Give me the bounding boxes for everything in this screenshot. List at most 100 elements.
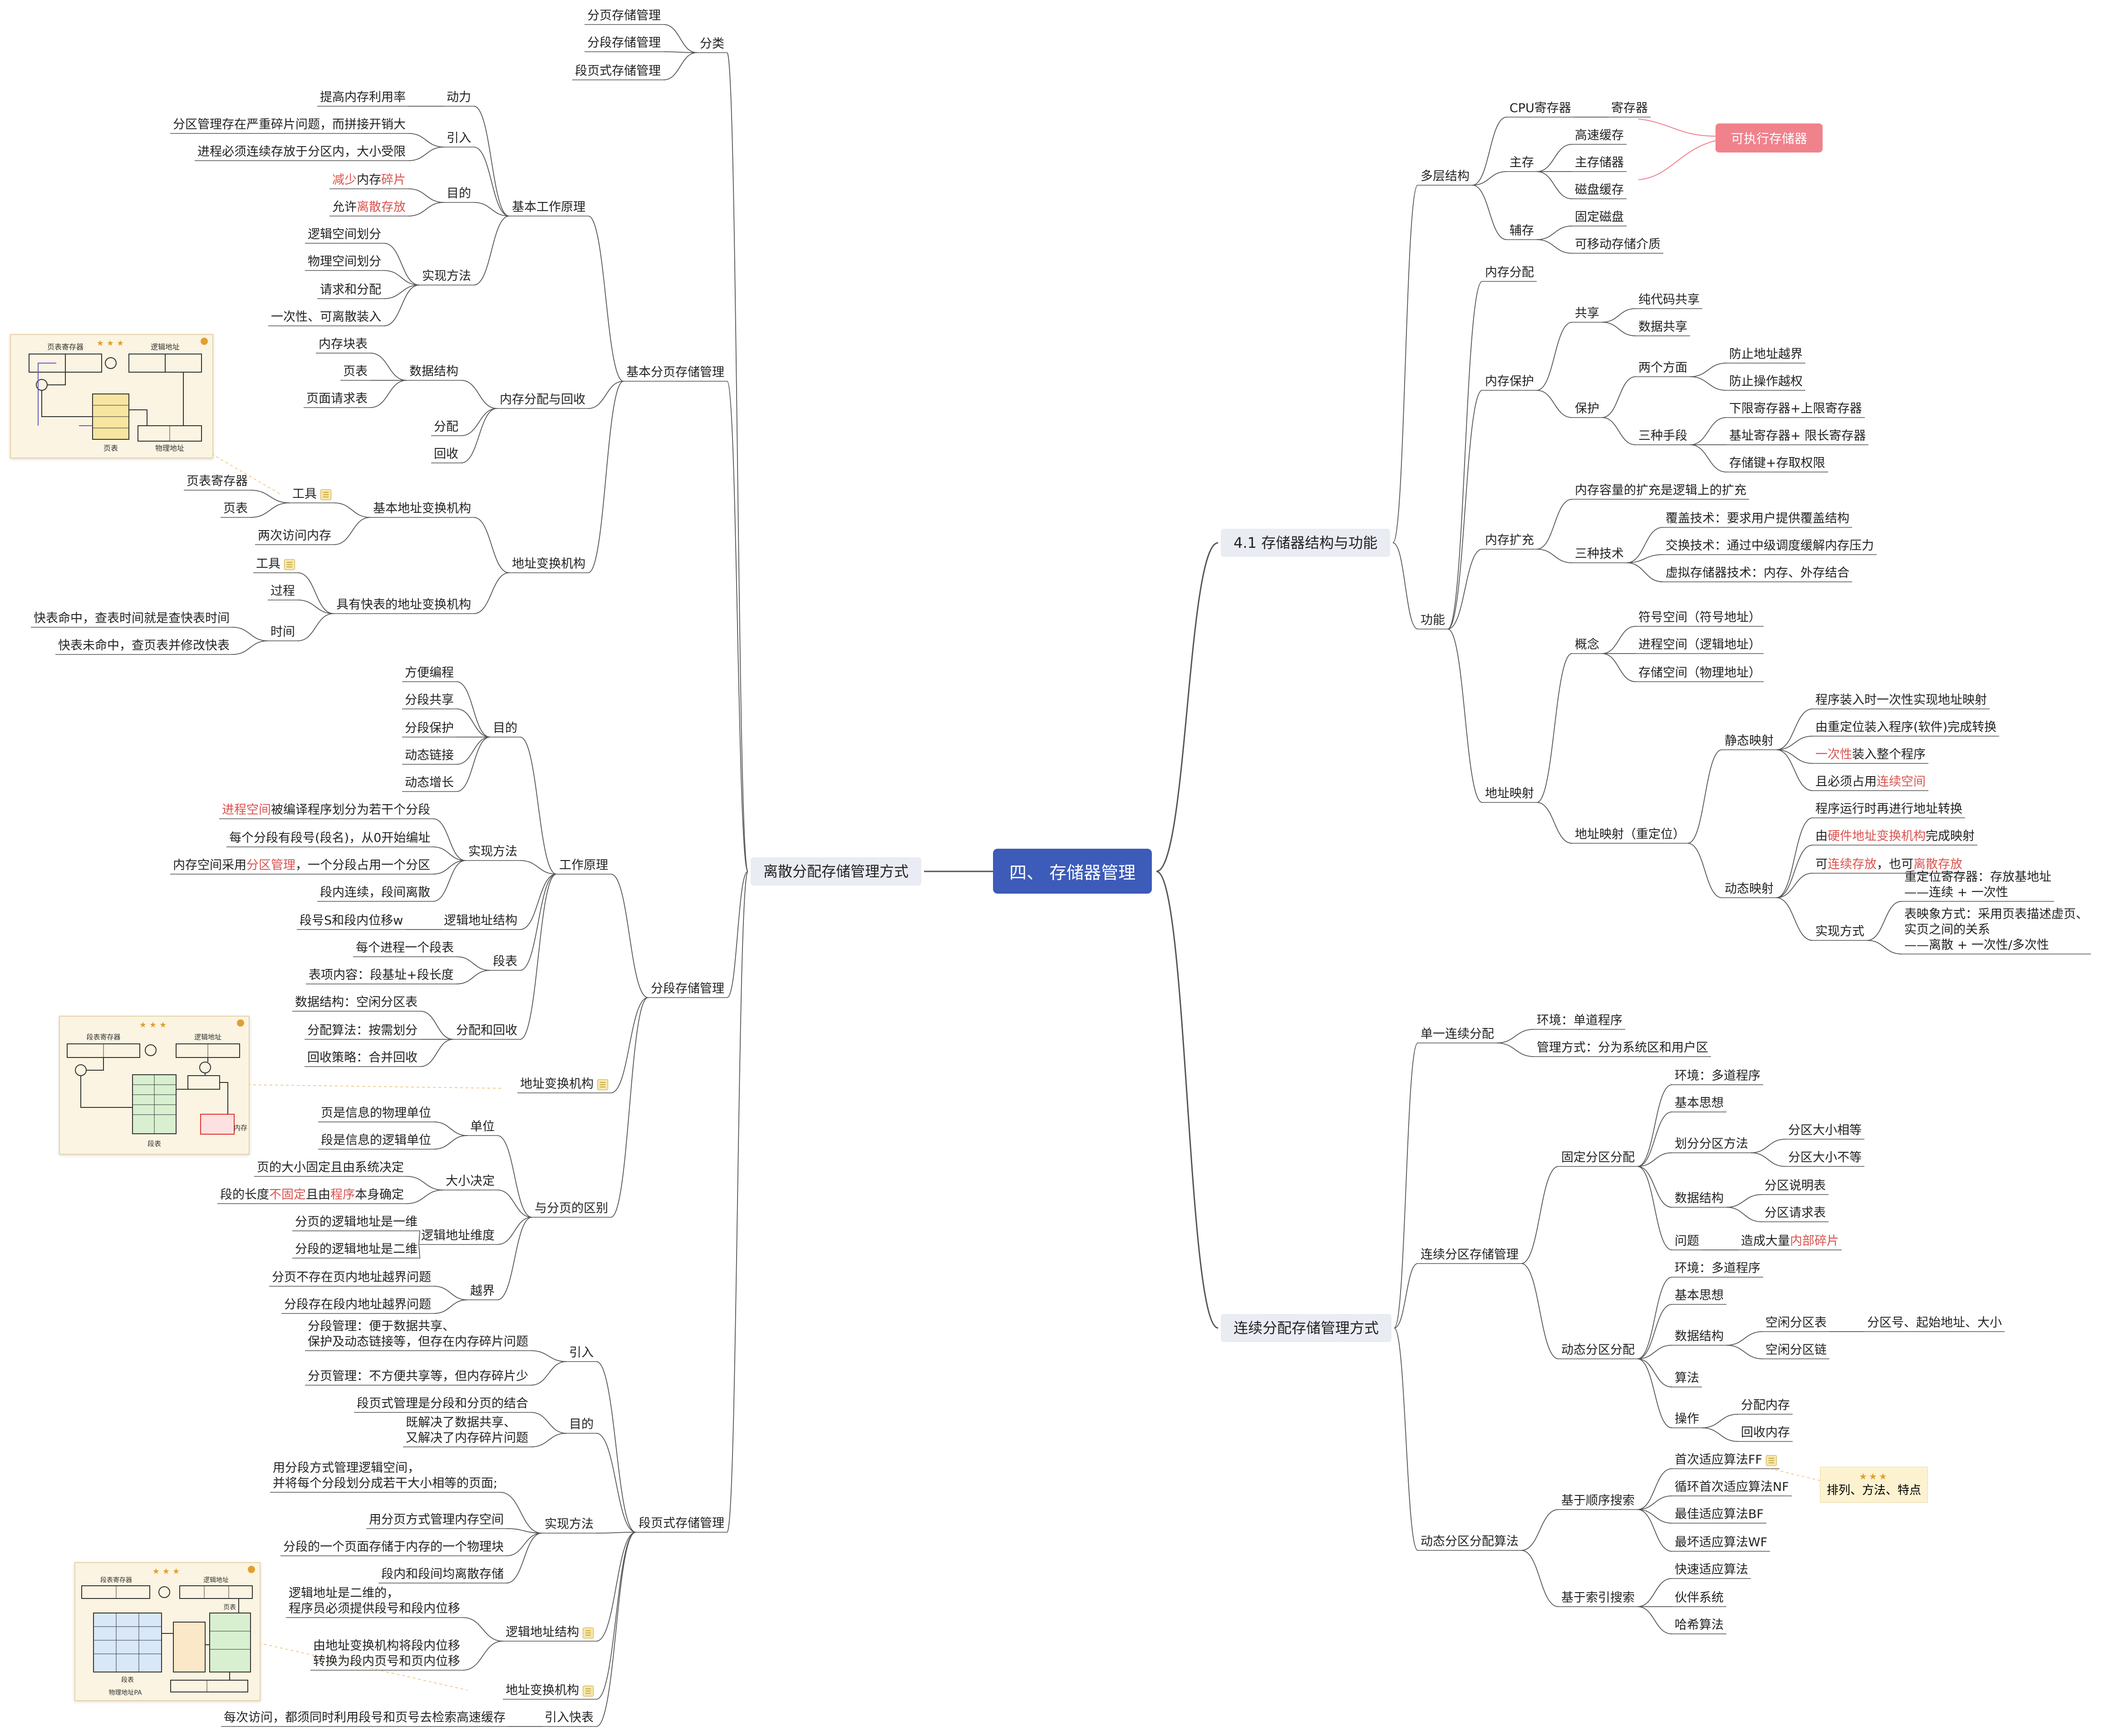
node-l1b1d2[interactable]: 物理空间划分 xyxy=(308,254,381,270)
node-r1b2b1b[interactable]: 防止操作越权 xyxy=(1729,374,1803,389)
node-l1b1b[interactable]: 引入 xyxy=(447,131,471,146)
sticky-note[interactable]: ★★★ 排列、方法、特点 xyxy=(1820,1467,1928,1503)
node-r1b[interactable]: 功能 xyxy=(1421,613,1445,628)
node-l1c1b2[interactable]: 每个分段有段号(段名)，从0开始编址 xyxy=(229,831,430,846)
node-r2b2[interactable]: 动态分区分配 xyxy=(1561,1343,1635,1358)
node-l1b1c1[interactable]: 减少内存碎片 xyxy=(332,172,406,188)
node-r2c2[interactable]: 基于索引搜索 xyxy=(1561,1590,1635,1606)
node-l1b2a[interactable]: 数据结构 xyxy=(409,364,458,379)
node-r2c[interactable]: 动态分区分配算法 xyxy=(1421,1534,1519,1549)
node-r2a1[interactable]: 环境：单道程序 xyxy=(1537,1013,1622,1028)
node-l1d1[interactable]: 引入 xyxy=(569,1345,594,1361)
node-l1d3[interactable]: 实现方法 xyxy=(545,1517,594,1532)
node-r1b4b1[interactable]: 静态映射 xyxy=(1725,733,1774,749)
node-l1b3b3a[interactable]: 快表命中，查表时间就是查快表时间 xyxy=(34,611,230,626)
node-l1b3[interactable]: 地址变换机构 xyxy=(512,556,585,572)
node-r2b1c2[interactable]: 分区大小不等 xyxy=(1788,1150,1862,1166)
root-node[interactable]: 四、 存储器管理 xyxy=(993,849,1152,894)
node-l1c3d2[interactable]: 分段存在段内地址越界问题 xyxy=(284,1297,431,1313)
node-l1d3a[interactable]: 用分段方式管理逻辑空间，并将每个分段划分成若干大小相等的页面; xyxy=(273,1461,497,1491)
node-l1b2a3[interactable]: 页面请求表 xyxy=(306,391,368,407)
node-l1c3b[interactable]: 大小决定 xyxy=(446,1174,495,1189)
node-r1b4b2d2[interactable]: 表映象方式：采用页表描述虚页、实页之间的关系——离散 + 一次性/多次性 xyxy=(1904,907,2088,953)
node-l1c1a[interactable]: 目的 xyxy=(493,721,517,736)
node-l1d4a[interactable]: 逻辑地址是二维的，程序员必须提供段号和段内位移 xyxy=(289,1586,460,1617)
node-l1b1d4[interactable]: 一次性、可离散装入 xyxy=(271,310,381,325)
node-l1c3a1[interactable]: 页是信息的物理单位 xyxy=(321,1106,431,1121)
node-l1c1b3[interactable]: 内存空间采用分区管理，一个分段占用一个分区 xyxy=(173,858,430,873)
node-l1d1a[interactable]: 分段管理：便于数据共享、保护及动态链接等，但存在内存碎片问题 xyxy=(308,1319,528,1350)
node-l1b1a[interactable]: 动力 xyxy=(447,90,471,105)
node-l1c3c[interactable]: 逻辑地址维度 xyxy=(421,1228,495,1244)
note-icon[interactable] xyxy=(583,1685,594,1697)
node-r1b4a2[interactable]: 进程空间（逻辑地址） xyxy=(1638,637,1761,653)
node-l1d3c[interactable]: 分段的一个页面存储于内存的一个物理块 xyxy=(283,1539,504,1555)
node-l1c1b1[interactable]: 进程空间被编译程序划分为若干个分段 xyxy=(222,802,430,818)
node-l1a[interactable]: 分类 xyxy=(700,36,724,52)
node-l1b1b1[interactable]: 分区管理存在严重碎片问题，而拼接开销大 xyxy=(173,117,406,133)
node-l1d6a[interactable]: 每次访问，都须同时利用段号和页号去检索高速缓存 xyxy=(224,1710,506,1726)
node-r2b[interactable]: 连续分区存储管理 xyxy=(1421,1247,1519,1263)
node-l1d1b[interactable]: 分页管理：不方便共享等，但内存碎片少 xyxy=(308,1369,528,1384)
node-r2b1c1[interactable]: 分区大小相等 xyxy=(1788,1123,1862,1138)
node-l1c1a4[interactable]: 动态链接 xyxy=(405,748,454,763)
node-r1a3[interactable]: 辅存 xyxy=(1509,223,1534,239)
node-l1c3c1[interactable]: 分页的逻辑地址是一维 xyxy=(295,1215,418,1230)
node-r1b2b2a[interactable]: 下限寄存器+上限寄存器 xyxy=(1729,401,1862,417)
node-l1b3a[interactable]: 基本地址变换机构 xyxy=(373,501,471,516)
node-r1b3b3[interactable]: 虚拟存储器技术：内存、外存结合 xyxy=(1666,566,1849,581)
node-r2b1c[interactable]: 划分分区方法 xyxy=(1675,1136,1748,1152)
node-l1d3d[interactable]: 段内和段间均离散存储 xyxy=(381,1567,504,1582)
node-r2b1[interactable]: 固定分区分配 xyxy=(1561,1150,1635,1166)
node-r2b2c[interactable]: 数据结构 xyxy=(1675,1329,1724,1344)
node-r1b4a1[interactable]: 符号空间（符号地址） xyxy=(1638,610,1761,625)
node-l1c1b[interactable]: 实现方法 xyxy=(468,844,517,860)
node-r1a2[interactable]: 主存 xyxy=(1509,155,1534,171)
note-icon[interactable] xyxy=(597,1079,608,1090)
node-l1b3a1b[interactable]: 页表 xyxy=(223,501,248,516)
node-r1b4a3[interactable]: 存储空间（物理地址） xyxy=(1638,665,1761,681)
node-l1[interactable]: 离散分配存储管理方式 xyxy=(751,857,922,885)
node-r2c1[interactable]: 基于顺序搜索 xyxy=(1561,1493,1635,1509)
node-l1b3b3b[interactable]: 快表未命中，查页表并修改快表 xyxy=(58,638,230,654)
node-r1b2b2c[interactable]: 存储键+存取权限 xyxy=(1729,456,1825,471)
node-r1b3a[interactable]: 内存容量的扩充是逻辑上的扩充 xyxy=(1575,483,1746,498)
node-l1c1a5[interactable]: 动态增长 xyxy=(405,775,454,791)
node-r2[interactable]: 连续分配存储管理方式 xyxy=(1221,1314,1392,1342)
node-r1b3b2[interactable]: 交换技术：通过中级调度缓解内存压力 xyxy=(1666,538,1874,554)
node-r1b2b2[interactable]: 三种手段 xyxy=(1638,428,1687,444)
node-l1c1c[interactable]: 逻辑地址结构 xyxy=(444,913,517,929)
node-r2c1a[interactable]: 首次适应算法FF xyxy=(1675,1452,1777,1468)
node-l1b3a1[interactable]: 工具 xyxy=(292,487,331,502)
node-r1b4[interactable]: 地址映射 xyxy=(1485,786,1534,802)
node-r2b2c1[interactable]: 空闲分区表 xyxy=(1765,1315,1827,1331)
note-icon[interactable] xyxy=(583,1627,594,1638)
node-r1b4b2b[interactable]: 由硬件地址变换机构完成映射 xyxy=(1815,829,1975,844)
node-l1c[interactable]: 分段存储管理 xyxy=(651,981,724,997)
node-r1b4b2d1[interactable]: 重定位寄存器：存放基地址——连续 + 一次性 xyxy=(1904,870,2051,900)
node-l1c3b1[interactable]: 页的大小固定且由系统决定 xyxy=(257,1160,404,1175)
node-r1b2b1[interactable]: 两个方面 xyxy=(1638,360,1687,376)
node-r2b1a[interactable]: 环境：多道程序 xyxy=(1675,1068,1760,1084)
node-l1c2[interactable]: 地址变换机构 xyxy=(520,1077,608,1092)
note-icon[interactable] xyxy=(320,489,331,500)
node-l1d4b[interactable]: 由地址变换机构将段内位移转换为段内页号和页内位移 xyxy=(313,1638,460,1669)
node-r2b2e2[interactable]: 回收内存 xyxy=(1741,1425,1790,1441)
node-l1b2[interactable]: 内存分配与回收 xyxy=(500,392,585,408)
node-l1c1d2[interactable]: 表项内容：段基址+段长度 xyxy=(309,968,454,983)
note-icon[interactable] xyxy=(1766,1455,1777,1466)
node-r1b2b2b[interactable]: 基址寄存器+ 限长寄存器 xyxy=(1729,428,1866,444)
node-r1b1[interactable]: 内存分配 xyxy=(1485,265,1534,280)
segment-paging-address-diagram-thumbnail[interactable]: ★★★ 段表寄存器 逻辑地址 段表 页表 物理地址PA xyxy=(74,1562,261,1701)
node-r2b2a[interactable]: 环境：多道程序 xyxy=(1675,1261,1760,1276)
segmentation-address-diagram-thumbnail[interactable]: ★★★ 段表寄存器 逻辑地址 段表 内存 xyxy=(59,1016,250,1155)
node-r1b4a[interactable]: 概念 xyxy=(1575,637,1599,653)
node-r2c2a[interactable]: 快速适应算法 xyxy=(1675,1562,1748,1578)
node-r1b3b1[interactable]: 覆盖技术：要求用户提供覆盖结构 xyxy=(1666,511,1849,526)
node-l1c1e1[interactable]: 数据结构：空闲分区表 xyxy=(295,995,418,1010)
node-l1a3[interactable]: 段页式存储管理 xyxy=(575,64,661,79)
node-l1b1c2[interactable]: 允许离散存放 xyxy=(332,200,406,215)
node-r1a3b[interactable]: 可移动存储介质 xyxy=(1575,237,1661,252)
node-l1c1a3[interactable]: 分段保护 xyxy=(405,721,454,736)
node-r1b4b[interactable]: 地址映射（重定位） xyxy=(1575,827,1685,842)
